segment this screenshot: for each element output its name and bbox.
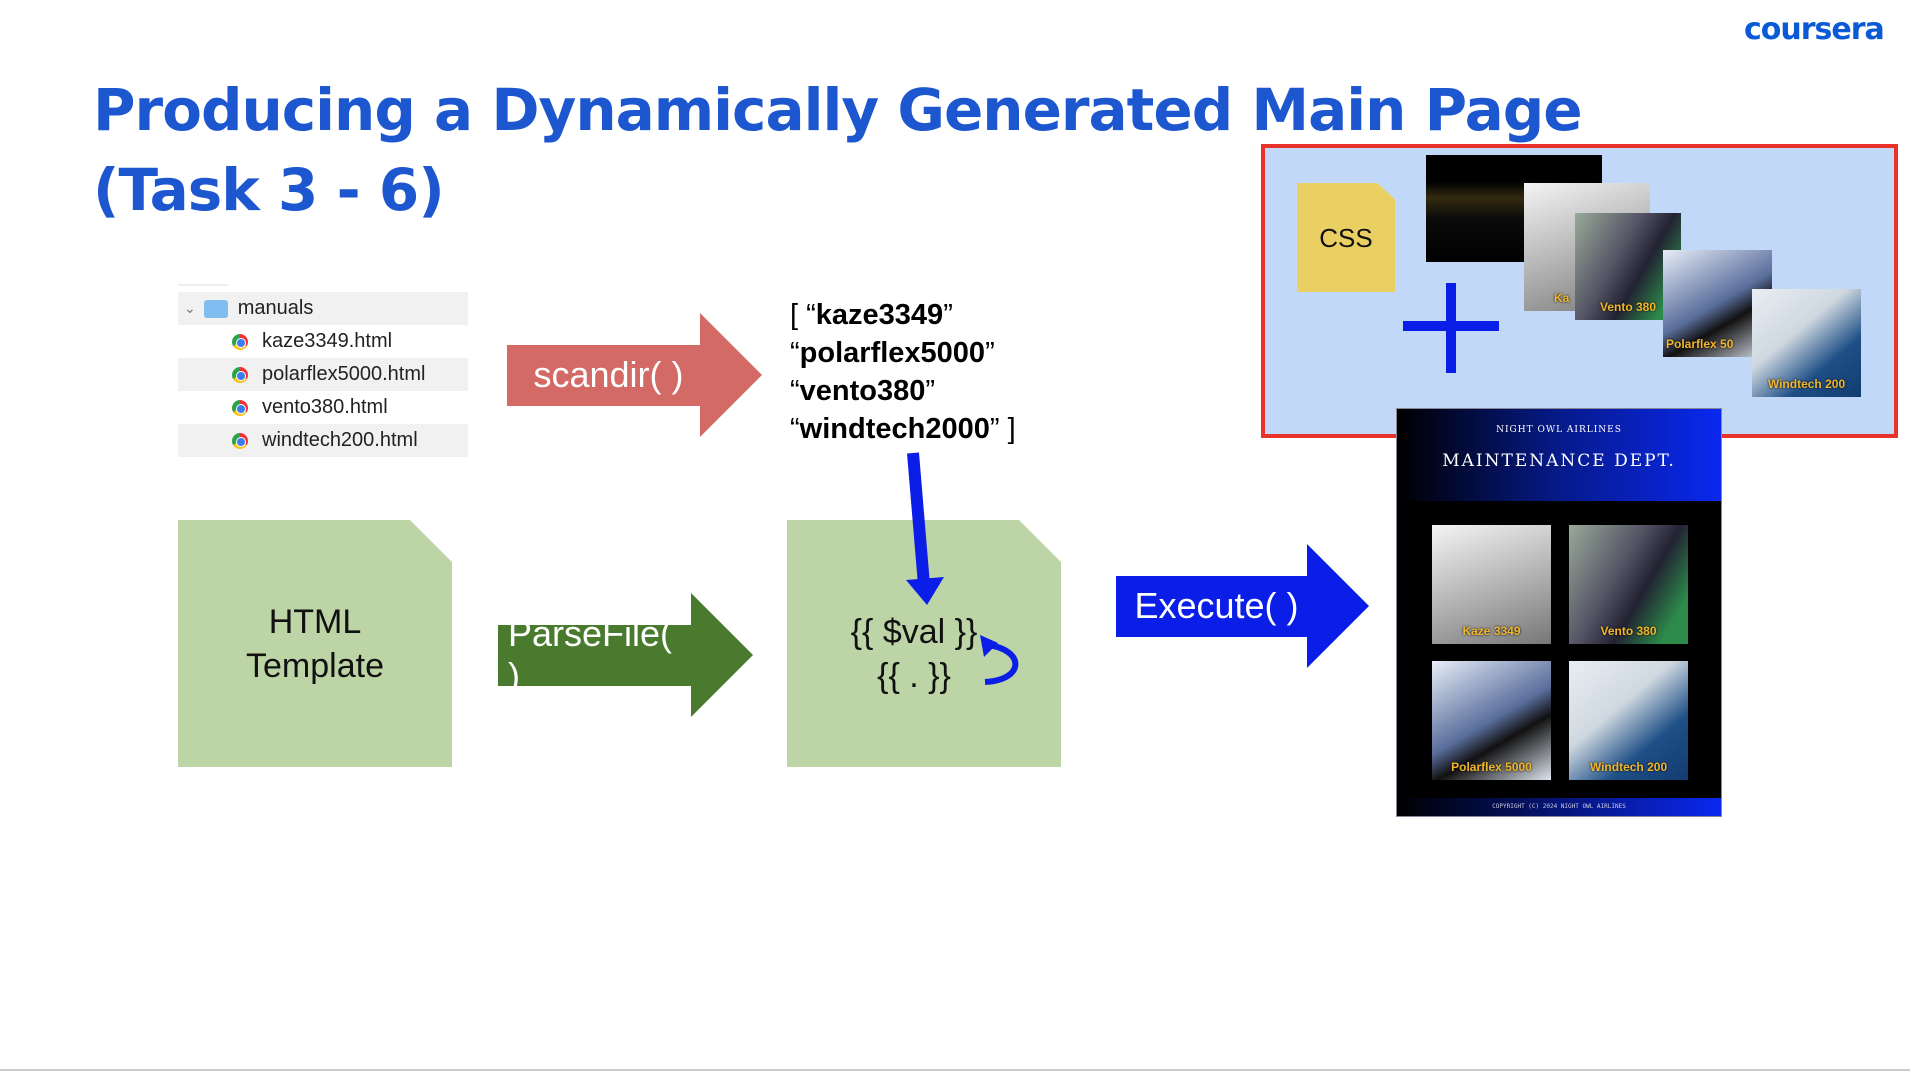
plus-icon-vertical [1446,283,1456,373]
folder-icon [203,299,228,318]
scan-result-list: [ “kaze3349” “polarflex5000” “vento380” … [790,299,1016,445]
divider [178,284,228,286]
chrome-icon [232,399,248,416]
result-footer: COPYRIGHT (C) 2024 NIGHT OWL AIRLINES [1397,798,1721,816]
down-arrow-icon [907,452,930,586]
chrome-icon [232,366,248,383]
parsefile-arrow: ParseFile( ) [498,593,753,717]
execute-label: Execute( ) [1116,575,1307,637]
folder-row[interactable]: ⌄ manuals [178,292,468,325]
bottom-divider [0,1069,1910,1071]
file-name: polarflex5000.html [262,363,426,385]
execute-arrow: Execute( ) [1116,544,1369,668]
kaze-image-label: Ka [1554,291,1570,305]
flow-arrows [906,452,1019,685]
file-name: kaze3349.html [262,330,393,352]
file-row[interactable]: windtech200.html [178,424,468,457]
file-name: vento380.html [262,396,388,418]
scandir-arrow: scandir( ) [507,313,762,437]
loop-arrow-icon [984,642,1019,685]
windtech-image: Windtech 200 [1752,289,1861,397]
file-row[interactable]: kaze3349.html [178,325,468,358]
file-row[interactable]: polarflex5000.html [178,358,468,391]
card-polarflex[interactable]: Polarflex 5000 [1432,661,1551,780]
result-airline: NIGHT OWL AIRLINES [1496,425,1622,435]
scandir-label: scandir( ) [507,344,700,406]
card-vento[interactable]: Vento 380 [1569,525,1688,644]
file-name: windtech200.html [262,429,418,451]
css-file-icon: CSS [1297,183,1395,292]
chrome-icon [232,432,248,449]
windtech-image-label: Windtech 200 [1767,377,1846,391]
card-kaze[interactable]: Kaze 3349 [1432,525,1551,644]
loop-arrow-head [980,635,998,657]
polarflex-image-label: Polarflex 50 [1666,337,1734,351]
result-page-preview: NIGHT OWL AIRLINES MAINTENANCE DEPT. Kaz… [1396,408,1722,817]
file-row[interactable]: vento380.html [178,391,468,424]
chevron-down-icon: ⌄ [184,300,196,316]
coursera-logo: coursera [1744,12,1885,47]
vento-image-label: Vento 380 [1599,300,1657,314]
folder-name: manuals [237,297,314,319]
down-arrow-head [906,577,944,605]
slide-title: Producing a Dynamically Generated Main P… [93,76,1583,224]
parsefile-label: ParseFile( ) [498,613,691,696]
result-heading: MAINTENANCE DEPT. [1442,451,1676,471]
chrome-icon [232,333,248,350]
result-header: NIGHT OWL AIRLINES MAINTENANCE DEPT. [1397,409,1721,501]
card-windtech[interactable]: Windtech 200 [1569,661,1688,780]
